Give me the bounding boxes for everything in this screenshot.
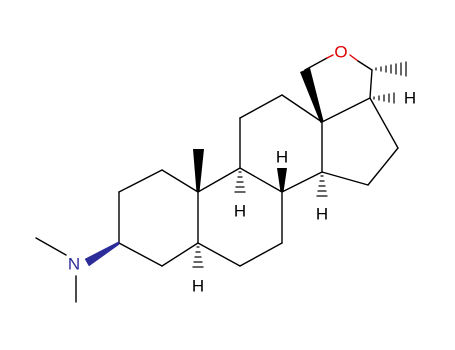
c17-h-hash xyxy=(373,92,395,104)
c13-ch2-wedge xyxy=(300,68,324,123)
oxygen-atom-label: O xyxy=(334,43,347,62)
ring-c xyxy=(239,94,323,193)
hydrogen-c8-label: H xyxy=(276,148,288,167)
c10-methyl-wedge xyxy=(193,149,204,192)
c5-h-hash xyxy=(192,246,204,268)
hydrogen-c5-label: H xyxy=(192,277,204,296)
hydrogen-c9-label: H xyxy=(234,202,246,221)
ring-d xyxy=(321,97,399,186)
c3-n-wedge xyxy=(84,241,120,267)
c8-h-wedge xyxy=(277,168,287,192)
ring-b xyxy=(197,167,283,267)
c9-h-hash xyxy=(234,171,246,193)
n-methyl-bond-1 xyxy=(35,237,67,256)
ring-a xyxy=(118,169,199,267)
c20-methyl-hash xyxy=(375,61,407,77)
hydrogen-c14-label: H xyxy=(316,205,328,224)
nitrogen-atom-label: N xyxy=(68,255,80,274)
c14-h-hash xyxy=(316,175,328,197)
hydrogen-c17-label: H xyxy=(404,89,416,108)
